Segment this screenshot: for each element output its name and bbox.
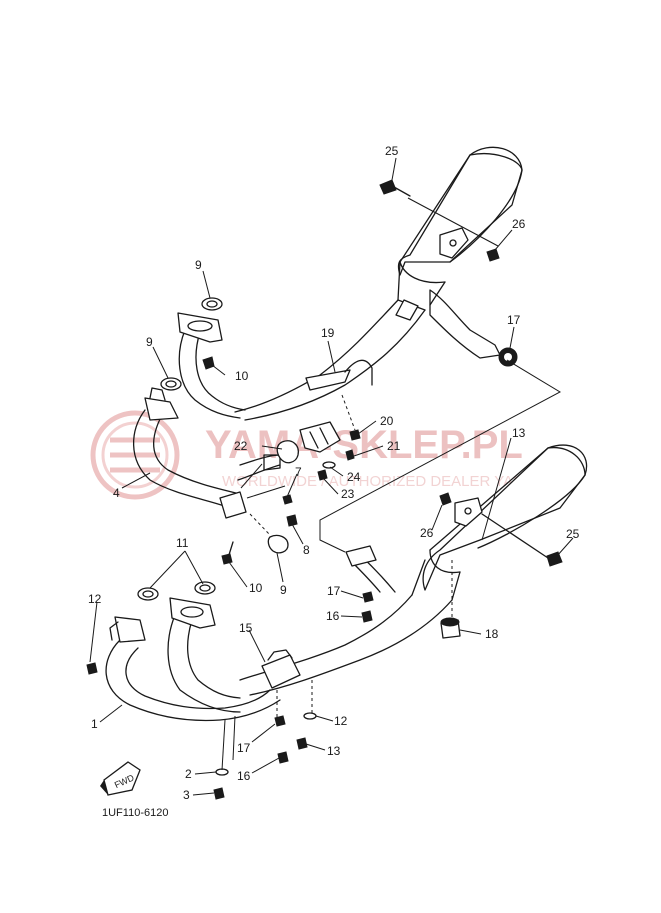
watermark-logo-icon <box>90 410 180 500</box>
callout-26-lower: 26 <box>420 526 434 540</box>
lower-exhaust-assembly <box>86 359 588 800</box>
callout-15: 17 <box>507 313 521 327</box>
callout-9-top: 9 <box>195 258 202 272</box>
callout-6: 8 <box>303 543 310 557</box>
callout-9-lower: 11 <box>176 536 189 550</box>
upper-guide-lines <box>240 197 499 536</box>
fwd-arrow: FWD <box>100 761 141 796</box>
callout-18: 18 <box>485 627 499 641</box>
callout-7: 9 <box>280 583 287 597</box>
callout-1: 1 <box>91 717 98 731</box>
callout-10-lower: 12 <box>88 592 102 606</box>
callout-12: 12 <box>334 714 348 728</box>
callout-16-lower: 16 <box>237 769 251 783</box>
callout-11: 13 <box>512 426 526 440</box>
callout-25-lower: 25 <box>566 527 580 541</box>
callout-26-upper: 26 <box>512 217 526 231</box>
callout-2: 2 <box>185 767 192 781</box>
upper-muffler <box>397 146 523 359</box>
callout-8: 10 <box>249 581 263 595</box>
callout-4: 4 <box>113 486 120 500</box>
callout-19: 19 <box>321 326 335 340</box>
callout-25-upper: 25 <box>385 144 399 158</box>
lower-muffler <box>411 444 588 639</box>
callout-17-lower: 17 <box>237 741 251 755</box>
callout-16-upper: 16 <box>326 609 340 623</box>
drawing-code: 1UF110-6120 <box>102 807 168 819</box>
callout-3: 3 <box>183 788 190 802</box>
watermark-subtitle: WORLDWIDE / AUTHORIZED DEALER YAMAHA <box>222 473 557 490</box>
callout-20: 20 <box>380 414 394 428</box>
callout-leaders <box>89 157 574 796</box>
front-exhaust-pipe-4 <box>132 387 281 519</box>
upper-exhaust-pipe <box>177 299 426 421</box>
lower-exhaust-pipes <box>105 545 453 722</box>
callout-10-upper: 10 <box>235 369 249 383</box>
callout-13: 13 <box>327 744 341 758</box>
callout-9-mid: 9 <box>146 335 153 349</box>
callout-17-upper: 17 <box>327 584 341 598</box>
upper-exhaust-assembly <box>132 146 523 565</box>
lower-small-parts <box>86 581 374 800</box>
callout-22: 22 <box>234 439 248 453</box>
callout-21: 21 <box>387 439 401 453</box>
callout-24: 24 <box>347 470 361 484</box>
callout-14: 15 <box>239 621 253 635</box>
callout-5: 7 <box>295 465 302 479</box>
lower-guide-lines <box>221 359 562 771</box>
callout-23: 23 <box>341 487 355 501</box>
callout-labels: 25 26 17 9 9 10 19 20 22 21 24 23 7 4 8 … <box>88 144 580 802</box>
upper-small-parts <box>160 179 518 565</box>
